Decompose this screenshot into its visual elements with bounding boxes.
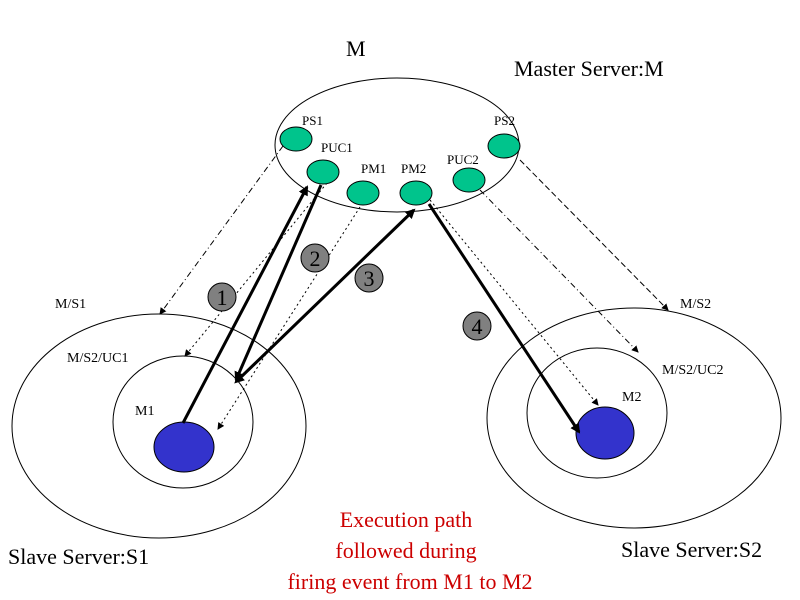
slave-server-s1-inner xyxy=(112,355,254,489)
port-label-puc2: PUC2 xyxy=(447,152,479,167)
slave-server-s2-title: Slave Server:S2 xyxy=(621,537,762,562)
port-label-pm2: PM2 xyxy=(401,161,426,176)
s2-uc-label: M/S2/UC2 xyxy=(662,363,723,378)
step-number-2: 2 xyxy=(310,246,321,271)
dashed-ps2-to-ms2 xyxy=(519,159,669,311)
s2-ms-label: M/S2 xyxy=(680,297,711,312)
s1-uc-label: M/S2/UC1 xyxy=(67,351,128,366)
slave-server-s1-title: Slave Server:S1 xyxy=(8,544,149,569)
port-pm1[interactable] xyxy=(346,180,380,206)
port-label-ps1: PS1 xyxy=(302,113,323,128)
master-top-label: M xyxy=(346,36,366,61)
step-badge-1: 1 xyxy=(207,282,237,312)
port-ps2[interactable] xyxy=(487,133,521,159)
step-badge-2: 2 xyxy=(300,243,330,273)
master-server-title: Master Server:M xyxy=(514,56,664,81)
module-m1[interactable] xyxy=(153,421,215,473)
arrow-step-4 xyxy=(427,203,581,434)
port-pm2[interactable] xyxy=(399,180,433,206)
dashed-puc1-to-ms2uc1 xyxy=(184,182,328,357)
s1-module-label: M1 xyxy=(135,404,154,419)
step-badge-4: 4 xyxy=(462,311,492,341)
slave-server-s1-outer xyxy=(11,313,307,539)
port-label-puc1: PUC1 xyxy=(321,140,353,155)
dashed-puc2-to-ms2uc2 xyxy=(479,189,639,353)
slave-server-s2-outer xyxy=(486,307,782,529)
port-puc1[interactable] xyxy=(306,159,340,185)
caption-line-3: firing event from M1 to M2 xyxy=(287,569,532,594)
dashed-pm2-to-m2 xyxy=(429,199,599,406)
arrow-step-2 xyxy=(234,184,323,382)
arrow-step-3 xyxy=(234,208,416,384)
slave-server-s2-inner xyxy=(526,347,668,479)
caption-line-2: followed during xyxy=(335,538,476,563)
module-m2[interactable] xyxy=(575,406,635,460)
dashed-ps1-to-ms1 xyxy=(159,145,284,315)
step-number-3: 3 xyxy=(364,266,375,291)
caption-line-1: Execution path xyxy=(340,507,473,532)
s2-module-label: M2 xyxy=(622,390,641,405)
s1-ms-label: M/S1 xyxy=(55,297,86,312)
port-puc2[interactable] xyxy=(452,167,486,193)
step-number-4: 4 xyxy=(472,314,483,339)
port-label-ps2: PS2 xyxy=(494,113,515,128)
step-badge-3: 3 xyxy=(354,263,384,293)
arrow-step-1 xyxy=(181,185,309,424)
step-number-1: 1 xyxy=(217,285,228,310)
port-label-pm1: PM1 xyxy=(361,161,386,176)
port-ps1[interactable] xyxy=(279,126,313,152)
